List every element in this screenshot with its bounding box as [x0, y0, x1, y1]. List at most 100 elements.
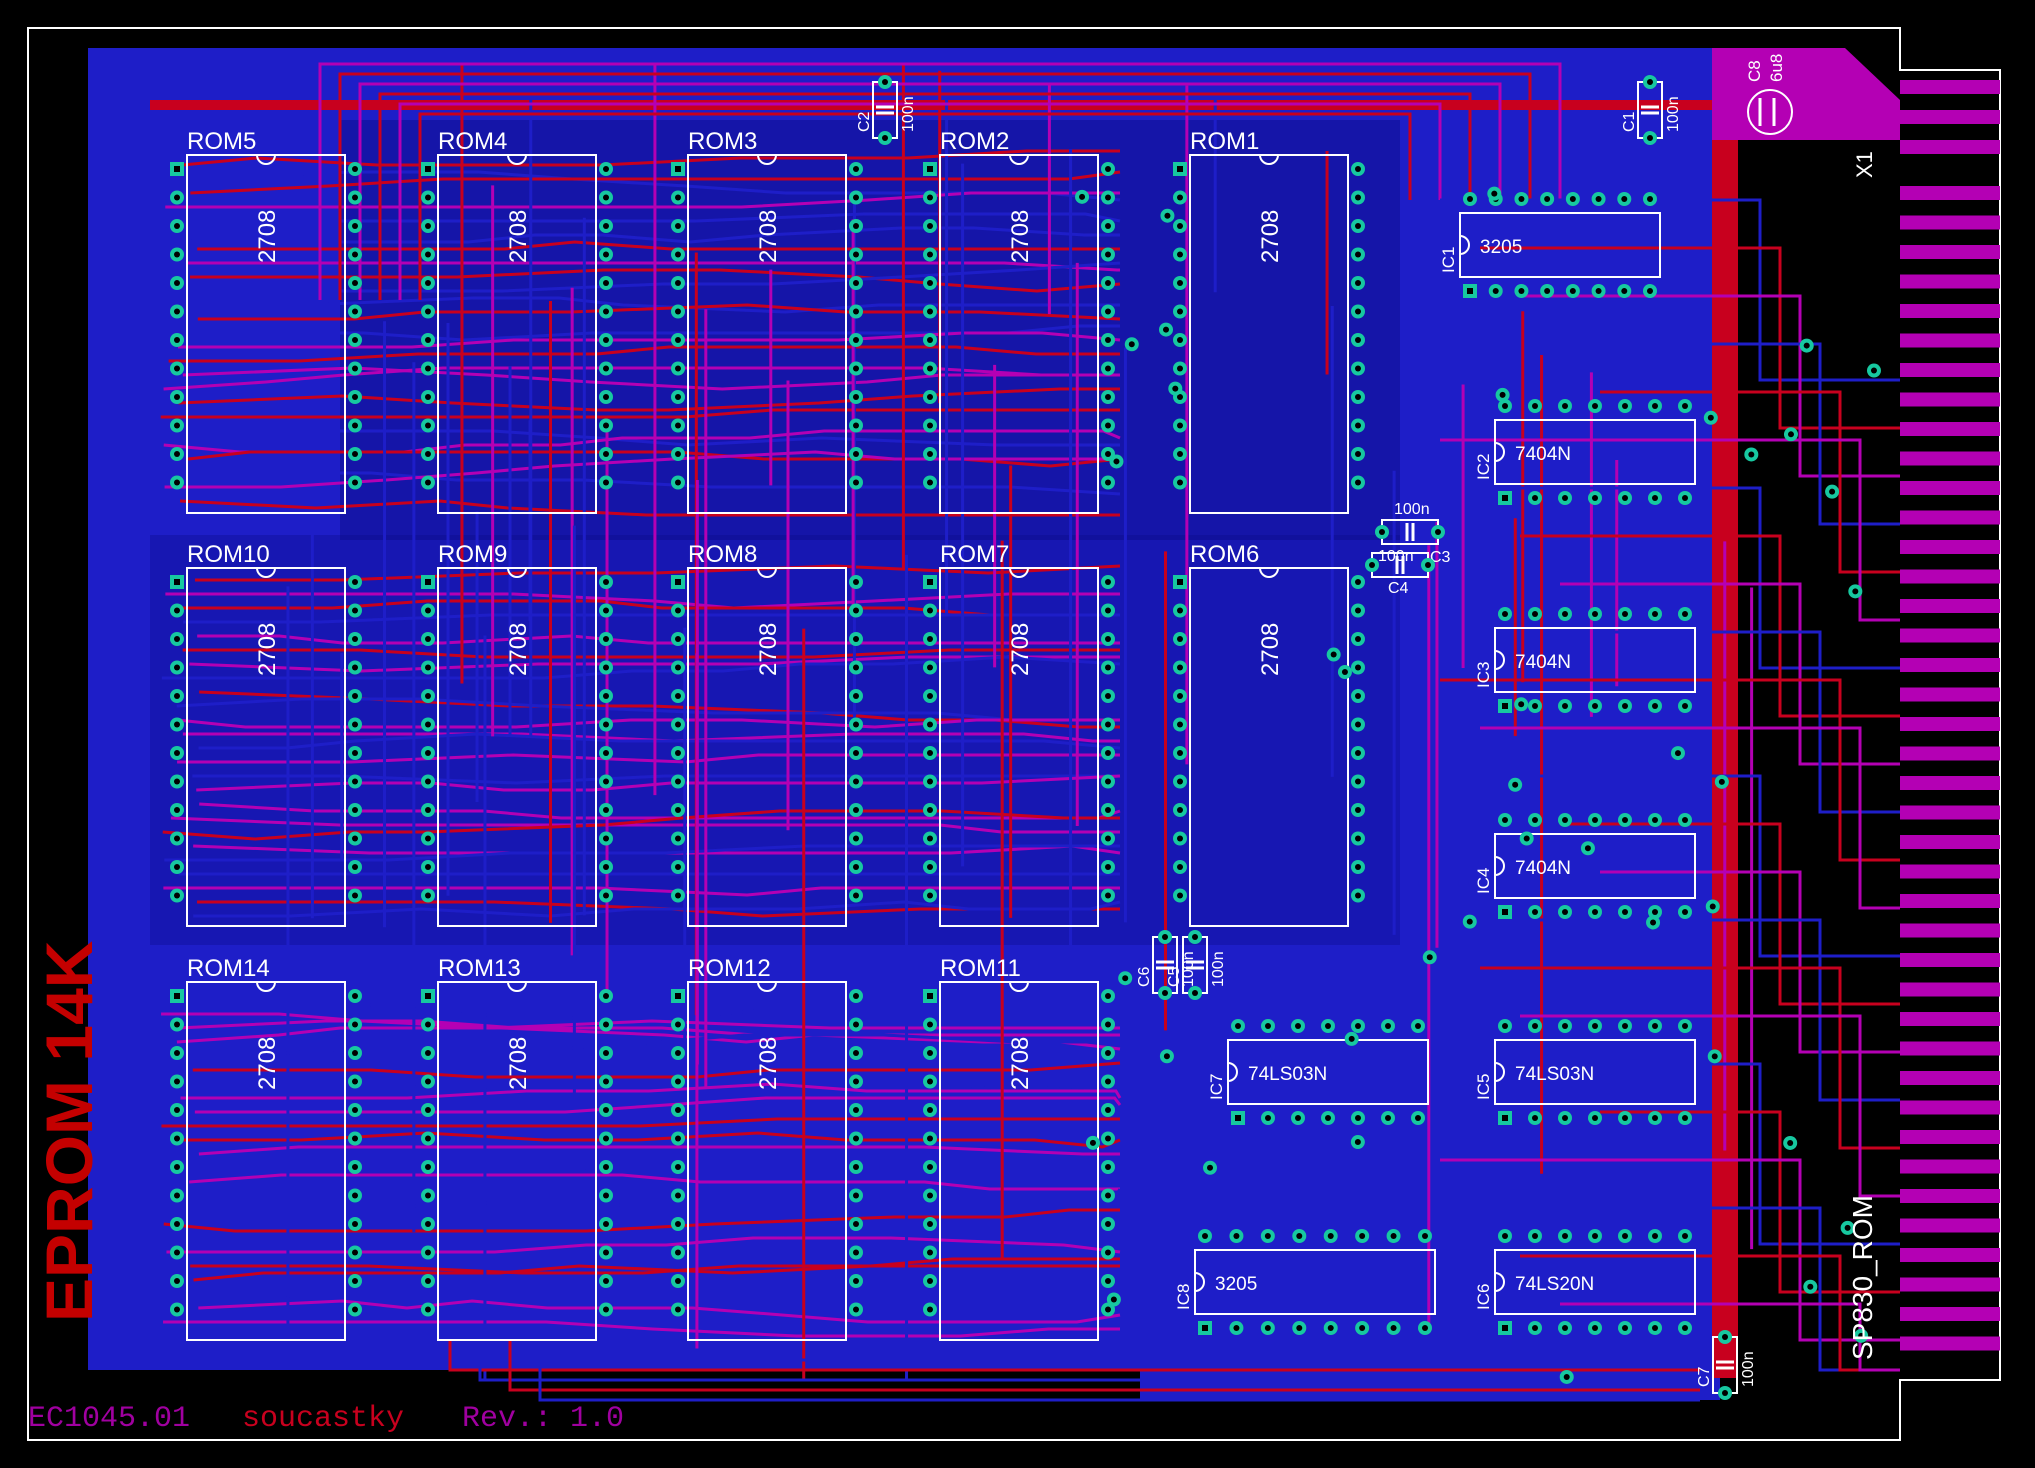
- connector-finger: [1900, 80, 2000, 94]
- pad-hole: [1425, 562, 1431, 568]
- pad-hole: [1647, 196, 1653, 202]
- pad-hole: [174, 308, 180, 315]
- pad-hole: [352, 693, 358, 699]
- pad-hole: [1422, 1325, 1428, 1331]
- rom-value-label: 2708: [505, 623, 532, 676]
- connector-finger: [1900, 333, 2000, 348]
- pad-hole: [927, 993, 933, 999]
- pad-hole: [927, 337, 933, 343]
- ic-outline: [1494, 627, 1696, 693]
- pad-hole: [675, 337, 681, 343]
- ic-value-label: 3205: [1215, 1274, 1257, 1295]
- pad-hole: [1523, 835, 1530, 842]
- trace: [196, 774, 1121, 792]
- pad-hole: [1355, 451, 1361, 457]
- trace: [190, 268, 1121, 293]
- pad-hole: [603, 664, 609, 671]
- pad-hole: [352, 892, 358, 899]
- connector-finger: [1900, 923, 2000, 938]
- pad-hole: [1622, 703, 1628, 709]
- pad-hole: [1355, 251, 1361, 258]
- pad-hole: [1105, 1107, 1111, 1113]
- pad-hole: [1562, 495, 1568, 501]
- pin1-notch: [1194, 1272, 1205, 1292]
- pad-hole: [1105, 166, 1111, 172]
- pad-hole: [603, 451, 609, 457]
- pin1-notch: [757, 567, 777, 578]
- pad-hole: [1622, 1325, 1628, 1331]
- trace: [418, 112, 1412, 300]
- pad-hole: [675, 1306, 681, 1313]
- pad-hole: [603, 251, 609, 258]
- pad-hole: [1163, 1053, 1170, 1060]
- pad-hole: [174, 993, 180, 999]
- connector-finger: [1900, 422, 2000, 436]
- cap-value-label: 100n: [1394, 501, 1430, 518]
- pad-hole: [1652, 817, 1658, 823]
- rom-ref-label: ROM11: [940, 955, 1021, 982]
- connector-finger: [1900, 186, 2000, 200]
- ic-value-label: 74LS03N: [1515, 1064, 1594, 1085]
- trace: [190, 1229, 1120, 1240]
- pad-hole: [1354, 1139, 1361, 1146]
- pad-hole: [1722, 1334, 1728, 1340]
- pad-hole: [352, 721, 358, 728]
- rom-outline: [186, 567, 346, 927]
- pad-hole: [174, 365, 180, 372]
- pad-hole: [1177, 579, 1183, 585]
- trace: [418, 1340, 1700, 1362]
- pin1-notch: [507, 981, 527, 992]
- cap-value-label: 100n: [1180, 951, 1197, 987]
- pad-hole: [1682, 611, 1688, 617]
- trace: [176, 1019, 1120, 1044]
- pad-hole: [675, 1135, 681, 1142]
- ic-outline: [1494, 1039, 1696, 1105]
- pad-hole: [425, 1249, 431, 1256]
- pad-hole: [425, 1192, 431, 1199]
- capacitor: C6 100n: [1136, 930, 1197, 1000]
- pin1-notch: [1009, 981, 1029, 992]
- pad-hole: [1562, 611, 1568, 617]
- pad-hole: [603, 892, 609, 899]
- pad-hole: [675, 1021, 681, 1028]
- connector-finger: [1900, 363, 2000, 377]
- pad-hole: [352, 223, 358, 229]
- pad-hole: [1177, 892, 1183, 899]
- pad-hole: [1122, 975, 1129, 982]
- pad-hole: [1105, 1050, 1111, 1056]
- pad-hole: [853, 993, 859, 999]
- pad-hole: [352, 664, 358, 671]
- rom-outline: [687, 981, 847, 1341]
- pad-hole: [1355, 422, 1361, 429]
- pad-hole: [675, 864, 681, 870]
- connector-finger: [1900, 1248, 2000, 1262]
- pad-hole: [927, 1164, 933, 1170]
- rom-value-label: 2708: [505, 210, 532, 263]
- pad-hole: [853, 721, 859, 728]
- pad-hole: [1592, 1023, 1598, 1029]
- trace: [1480, 726, 1900, 910]
- pad-hole: [675, 693, 681, 699]
- pad-hole: [853, 892, 859, 899]
- pad-hole: [853, 1164, 859, 1170]
- pad-hole: [1105, 194, 1111, 201]
- pad-hole: [1079, 193, 1086, 200]
- pad-hole: [1422, 1233, 1428, 1239]
- pad-hole: [927, 394, 933, 400]
- cap-ref-label: C6: [1136, 966, 1153, 987]
- pad-hole: [1718, 778, 1725, 785]
- pad-hole: [882, 79, 888, 85]
- connector-finger: [1900, 1336, 2000, 1351]
- connector-finger: [1900, 805, 2000, 820]
- pad-hole: [1415, 1023, 1421, 1029]
- pin1-notch: [1494, 1062, 1505, 1082]
- pad-hole: [853, 223, 859, 229]
- pad-hole: [1622, 1023, 1628, 1029]
- pad-hole: [927, 223, 933, 229]
- pad-hole: [1177, 422, 1183, 429]
- pad-hole: [675, 194, 681, 201]
